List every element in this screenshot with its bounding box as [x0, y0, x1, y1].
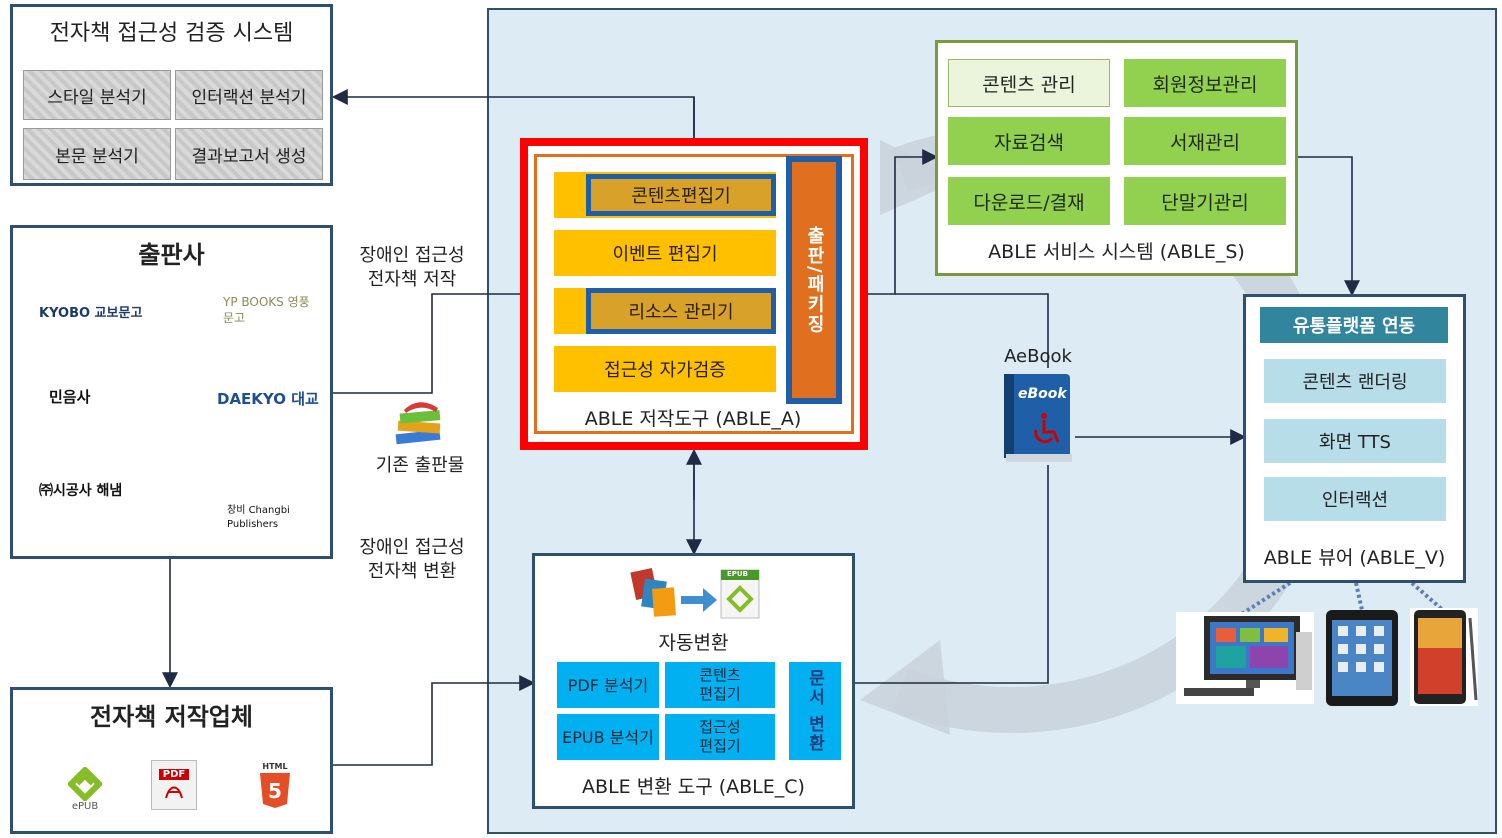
- able-s-caption: ABLE 서비스 시스템 (ABLE_S): [988, 240, 1245, 263]
- books-stack-icon: [392, 398, 448, 448]
- authoring-flow-label-line1: 장애인 접근성: [359, 245, 465, 266]
- ypbooks-logo: YP BOOKS 영풍문고: [223, 295, 310, 325]
- conversion-flow-label-line2: 전자책 변환: [367, 561, 457, 582]
- publish-packaging-label: 출판/패키징: [804, 225, 825, 335]
- content-rendering-box: 콘텐츠 랜더링: [1264, 359, 1446, 403]
- tablet-device-image: [1326, 610, 1398, 706]
- auto-conversion-label: 자동변환: [658, 631, 729, 654]
- publisher-title: 출판사: [138, 240, 205, 269]
- publish-packaging-bar: 출판/패키징: [786, 156, 842, 404]
- conversion-flow-label-line1: 장애인 접근성: [359, 537, 465, 558]
- able-s-service-system: 콘텐츠 관리 회원정보관리 자료검색 서재관리 다운로드/결재 단말기관리 AB…: [935, 40, 1298, 276]
- sigongsa-haenaem-logo: ㈜시공사 해냄: [39, 483, 123, 499]
- able-a-authoring-tool: 콘텐츠편집기 이벤트 편집기 리소스 관리기 접근성 자가검증 출판/패키징 A…: [520, 138, 868, 450]
- changbi-logo: 창비 Changbi Publishers: [227, 505, 290, 530]
- data-search-box: 자료검색: [948, 117, 1110, 165]
- pdf-icon: PDF: [151, 760, 197, 810]
- library-management-box: 서재관리: [1124, 117, 1286, 165]
- smartphone-device-image: [1410, 608, 1478, 706]
- verification-system-title: 전자책 접근성 검증 시스템: [49, 21, 294, 46]
- epub-icon-label: ePUB: [71, 800, 99, 812]
- content-editor-c-box: 콘텐츠 편집기: [665, 662, 775, 708]
- device-management-box: 단말기관리: [1124, 177, 1286, 225]
- able-c-caption: ABLE 변환 도구 (ABLE_C): [582, 775, 805, 798]
- ebook-cover-label: eBook: [1018, 386, 1067, 402]
- html5-icon: HTML 5: [253, 758, 297, 812]
- verification-system-panel: 전자책 접근성 검증 시스템 스타일 분석기 인터랙션 분석기 본문 분석기 결…: [10, 4, 333, 186]
- resource-manager-box: 리소스 관리기: [586, 288, 776, 334]
- able-a-caption: ABLE 저작도구 (ABLE_A): [584, 407, 802, 430]
- interaction-analyzer-box: 인터랙션 분석기: [175, 70, 323, 120]
- pdf-icon-label: PDF: [158, 768, 190, 780]
- minumsa-logo: 민음사: [49, 388, 91, 406]
- ebook-author-company-title: 전자책 저작업체: [90, 702, 253, 731]
- download-payment-box: 다운로드/결재: [948, 177, 1110, 225]
- distribution-platform-header: 유통플랫폼 연동: [1260, 307, 1448, 343]
- daekyo-logo: DAEKYO 대교: [217, 390, 319, 408]
- conversion-flow-label: 장애인 접근성 전자책 변환: [352, 536, 472, 584]
- html5-icon-label: HTML: [262, 761, 288, 771]
- document-conversion-label: 문서 변환: [804, 669, 825, 753]
- ebook-author-company-panel: 전자책 저작업체 ePUB PDF HTML 5: [10, 687, 333, 834]
- able-v-caption: ABLE 뷰어 (ABLE_V): [1263, 546, 1446, 569]
- existing-publications-label: 기존 출판물: [375, 455, 465, 476]
- kyobo-logo: KYOBO 교보문고: [39, 306, 143, 321]
- epub-icon: ePUB: [55, 758, 115, 820]
- pdf-analyzer-box: PDF 분석기: [557, 662, 659, 708]
- content-management-box: 콘텐츠 관리: [948, 59, 1110, 107]
- body-analyzer-box: 본문 분석기: [23, 128, 171, 180]
- epub-analyzer-box: EPUB 분석기: [557, 714, 659, 760]
- able-a-inner-frame: [534, 154, 854, 434]
- svg-text:5: 5: [268, 779, 282, 803]
- epub-badge-label: EPUB: [727, 570, 748, 578]
- document-conversion-bar: 문서 변환: [789, 662, 841, 760]
- desktop-device-image: [1176, 612, 1314, 704]
- able-v-viewer: 유통플랫폼 연동 콘텐츠 랜더링 화면 TTS 인터랙션 ABLE 뷰어 (AB…: [1243, 294, 1466, 583]
- event-editor-box: 이벤트 편집기: [554, 230, 776, 276]
- publisher-panel: 출판사 KYOBO 교보문고 YP BOOKS 영풍문고 민음사 DAEKYO …: [10, 225, 333, 559]
- authoring-flow-label: 장애인 접근성 전자책 저작: [352, 244, 472, 292]
- content-editor-box: 콘텐츠편집기: [586, 174, 776, 216]
- authoring-flow-label-line2: 전자책 저작: [367, 269, 457, 290]
- able-c-conversion-tool: EPUB 자동변환 PDF 분석기 콘텐츠 편집기 EPUB 분석기 접근성 편…: [532, 553, 855, 809]
- member-info-management-box: 회원정보관리: [1124, 59, 1286, 107]
- aebook-book-icon: eBook: [1000, 370, 1076, 464]
- style-analyzer-box: 스타일 분석기: [23, 70, 171, 120]
- interaction-box: 인터랙션: [1264, 477, 1446, 521]
- screen-tts-box: 화면 TTS: [1264, 419, 1446, 463]
- report-generator-box: 결과보고서 생성: [175, 128, 323, 180]
- accessibility-editor-box: 접근성 편집기: [665, 714, 775, 760]
- conversion-icons-graphic: EPUB: [629, 564, 763, 624]
- aebook-label: AeBook: [1004, 345, 1072, 367]
- accessibility-self-check-box: 접근성 자가검증: [554, 346, 776, 392]
